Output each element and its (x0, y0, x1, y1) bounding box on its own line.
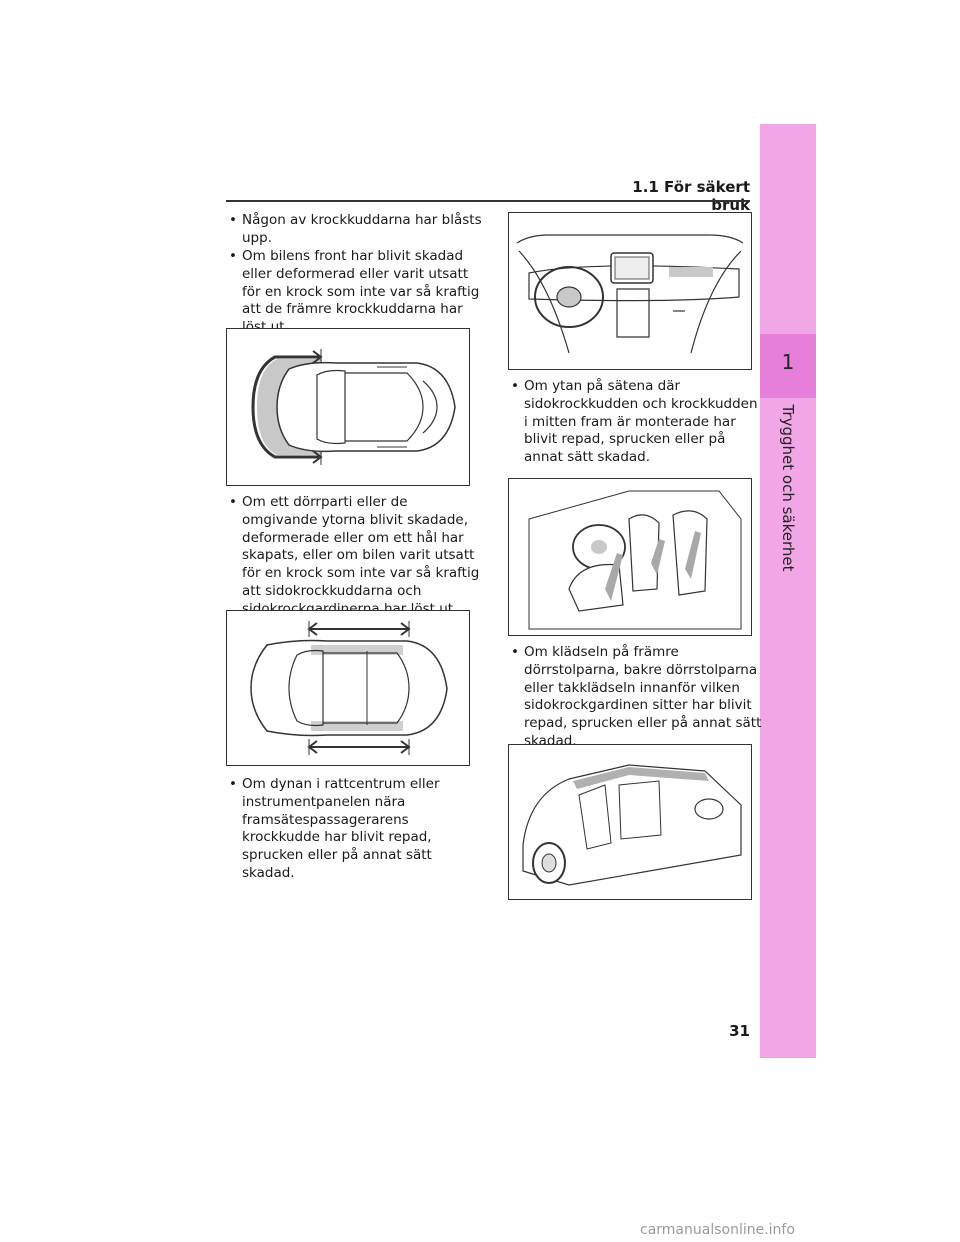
chapter-number: 1 (781, 350, 795, 374)
bullet-airbag-deployed: Någon av krockkuddarna har blåsts upp. (226, 212, 482, 248)
side-damage-figure (226, 610, 470, 766)
chapter-title: Trygghet och säkerhet (779, 404, 797, 572)
curtain-airbag-illustration (522, 764, 742, 886)
page-number: 31 (729, 1022, 750, 1040)
header-rule (226, 200, 750, 202)
bullet-seat-surface: Om ytan på sätena där sidokrockkudden oc… (508, 378, 764, 467)
bullet-front-damage: Om bilens front har blivit skadad eller … (226, 248, 482, 337)
dashboard-illustration (516, 234, 744, 354)
seats-figure (508, 478, 752, 636)
car-front-damage-illustration (251, 349, 456, 465)
dashboard-figure (508, 212, 752, 370)
section-header: 1.1 För säkert bruk (632, 178, 750, 214)
seat-airbag-illustration (528, 490, 742, 630)
bullet-pillar-trim: Om klädseln på främre dörrstolparna, bak… (508, 644, 764, 751)
bullet-door-damage: Om ett dörrparti eller de omgivande ytor… (226, 494, 482, 619)
footer-watermark: carmanualsonline.info (640, 1222, 795, 1238)
car-side-damage-illustration (250, 621, 448, 755)
front-damage-figure (226, 328, 470, 486)
chapter-number-block (760, 334, 816, 398)
curtain-figure (508, 744, 752, 900)
bullet-steering-pad: Om dynan i rattcentrum eller instrumentp… (226, 776, 482, 883)
chapter-side-tab (760, 124, 816, 1058)
